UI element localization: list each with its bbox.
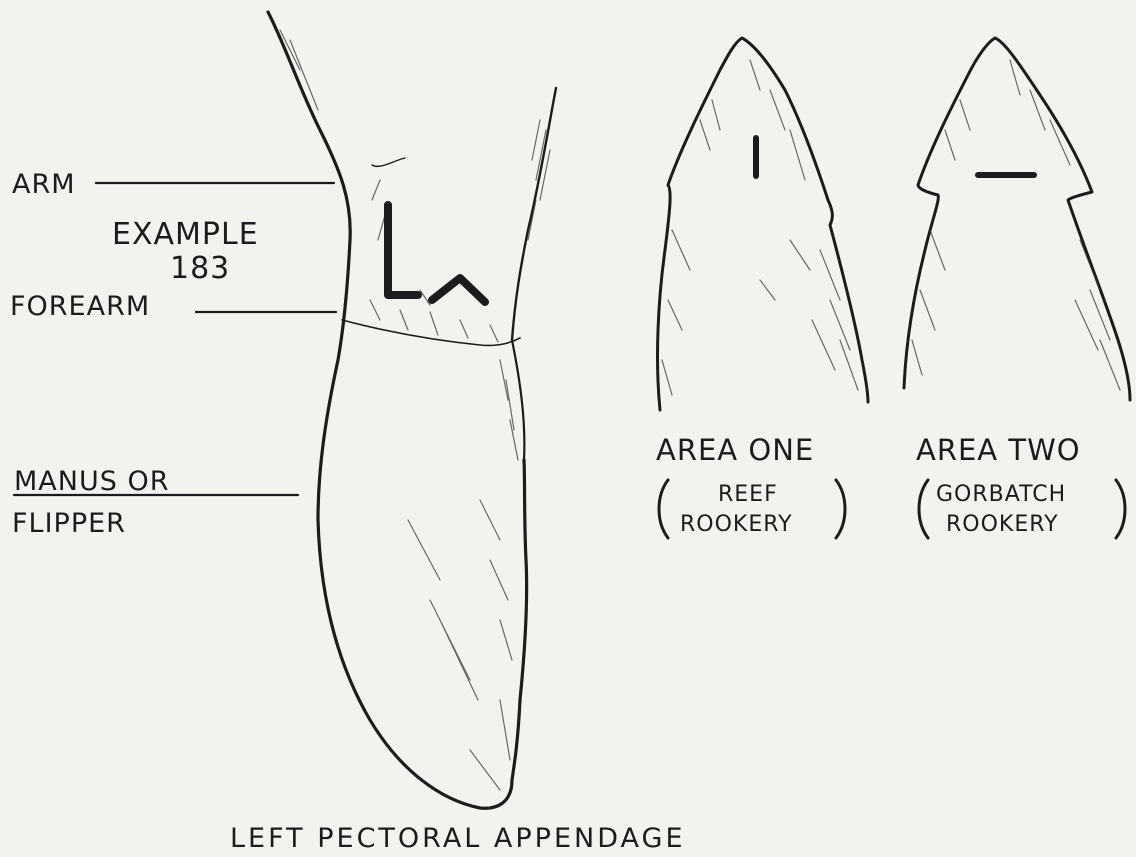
area-two-left-paren	[919, 480, 928, 538]
area-one-hatching	[662, 60, 858, 395]
manus-label-line1: MANUS OR	[14, 468, 169, 495]
area-two-hatching	[912, 60, 1120, 390]
example-label-line1: EXAMPLE	[112, 220, 259, 250]
area-one-right-paren	[836, 480, 845, 538]
elbow-crease	[372, 158, 405, 166]
flipper-outline-right	[512, 88, 556, 340]
area-one-sub-line2: ROOKERY	[680, 514, 793, 536]
left-pectoral-appendage-drawing	[268, 12, 556, 808]
manus-label-line2: FLIPPER	[12, 510, 126, 537]
arm-label: ARM	[12, 171, 76, 198]
area-one-flipper	[658, 38, 868, 410]
area-two-flipper	[904, 38, 1130, 400]
area-two-right-paren	[1116, 480, 1125, 538]
area-one-sub-line1: REEF	[718, 484, 778, 506]
area-one-left-paren	[659, 480, 668, 538]
area-one-label: AREA ONE	[656, 436, 814, 465]
flipper-outline-left	[268, 12, 527, 808]
area-one-outline	[658, 38, 868, 410]
area-two-label: AREA TWO	[916, 436, 1081, 465]
flipper-hatching	[280, 30, 550, 790]
example-label-line2: 183	[170, 254, 230, 284]
area-two-sub-line1: GORBATCH	[936, 484, 1066, 506]
area-two-sub-line2: ROOKERY	[946, 514, 1059, 536]
example-brand-mark	[388, 205, 485, 302]
figure-caption: LEFT PECTORAL APPENDAGE	[230, 825, 686, 852]
forearm-label: FOREARM	[10, 293, 150, 320]
